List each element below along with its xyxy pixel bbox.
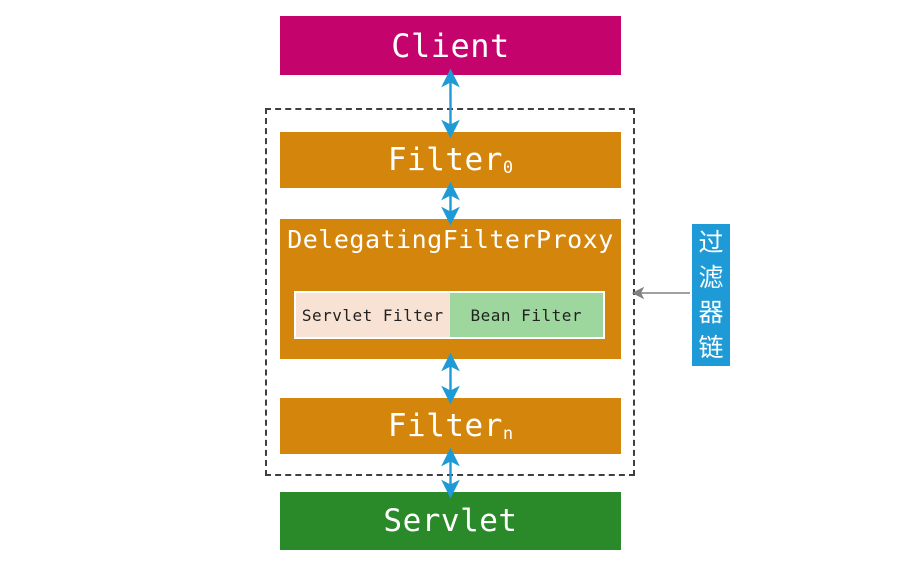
node-delegating-filter-proxy: DelegatingFilterProxy Servlet Filter Bea… bbox=[280, 219, 621, 359]
node-filter-n-label-subscript: n bbox=[502, 424, 514, 445]
node-filter-0-label-base: Filter bbox=[387, 141, 503, 178]
node-delegating-filter-proxy-label: DelegatingFilterProxy bbox=[287, 225, 614, 254]
node-servlet: Servlet bbox=[280, 492, 621, 550]
node-filter-n-label: Filtern bbox=[388, 408, 513, 444]
node-filter-0-label: Filter0 bbox=[388, 142, 513, 178]
node-filter-n-label-base: Filter bbox=[387, 407, 503, 444]
node-filter-0: Filter0 bbox=[280, 132, 621, 188]
cell-bean-filter-label: Bean Filter bbox=[470, 305, 582, 325]
cell-servlet-filter: Servlet Filter bbox=[296, 293, 450, 337]
annotation-filter-chain: 过 滤 器 链 bbox=[692, 224, 730, 366]
node-client: Client bbox=[280, 16, 621, 75]
node-filter-n: Filtern bbox=[280, 398, 621, 454]
annotation-char-4: 链 bbox=[698, 333, 724, 362]
node-filter-0-label-subscript: 0 bbox=[502, 158, 514, 179]
node-client-label: Client bbox=[391, 26, 510, 65]
cell-servlet-filter-label: Servlet Filter bbox=[301, 305, 444, 325]
node-servlet-label: Servlet bbox=[383, 503, 518, 539]
annotation-char-2: 滤 bbox=[698, 263, 724, 292]
annotation-char-1: 过 bbox=[698, 228, 724, 257]
annotation-char-3: 器 bbox=[698, 298, 724, 327]
cell-bean-filter: Bean Filter bbox=[449, 293, 603, 337]
inner-filter-row: Servlet Filter Bean Filter bbox=[294, 291, 605, 339]
